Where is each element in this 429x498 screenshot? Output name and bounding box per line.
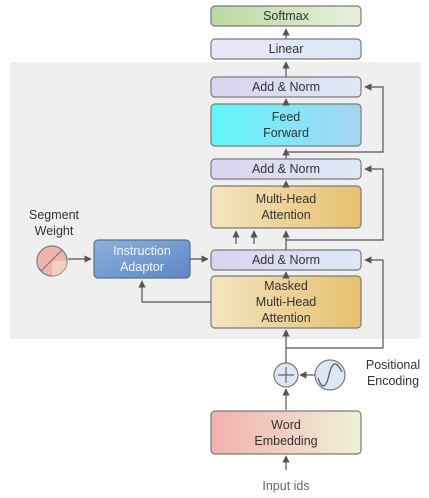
word-embedding-bg (210, 410, 362, 455)
add-norm-bottom-label: Add & Norm (251, 253, 321, 267)
input-ids-label: Input ids (262, 479, 310, 493)
word-embedding-label: Word Embedding (254, 417, 318, 448)
segment-weight-icon (36, 245, 68, 277)
instruction-adaptor-block: Instruction Adaptor (94, 240, 190, 278)
add-norm-top-label: Add & Norm (251, 80, 321, 94)
add-norm-top-block: Add & Norm (211, 77, 361, 97)
softmax-label: Softmax (263, 9, 309, 23)
masked-multi-head-attention-block: Masked Multi-Head Attention (211, 276, 361, 328)
softmax-block-bg (210, 5, 362, 27)
masked-attention-label: Masked Multi-Head Attention (255, 279, 317, 325)
segment-weight-label: Segment Weight (28, 208, 80, 238)
feed-forward-label: Feed Forward (263, 110, 309, 140)
diagram-arrows (68, 28, 384, 470)
add-norm-mid-label: Add & Norm (251, 162, 321, 176)
linear-block: Linear (211, 39, 361, 59)
add-norm-mid-block: Add & Norm (211, 159, 361, 179)
multi-head-attention-label: Multi-Head Attention (255, 192, 317, 222)
softmax-block: Softmax (211, 6, 361, 26)
linear-label: Linear (268, 42, 304, 56)
add-norm-bottom-block: Add & Norm (211, 250, 361, 270)
feed-forward-block: Feed Forward (211, 104, 361, 146)
word-embedding-block: Word Embedding (211, 411, 361, 454)
multi-head-attention-block: Multi-Head Attention (211, 186, 361, 228)
positional-encoding-label: Positional Encoding (365, 358, 421, 388)
positional-encoding-icon (314, 359, 346, 391)
instruction-adaptor-label: Instruction Adaptor (113, 244, 171, 274)
add-operator-icon (273, 362, 299, 388)
